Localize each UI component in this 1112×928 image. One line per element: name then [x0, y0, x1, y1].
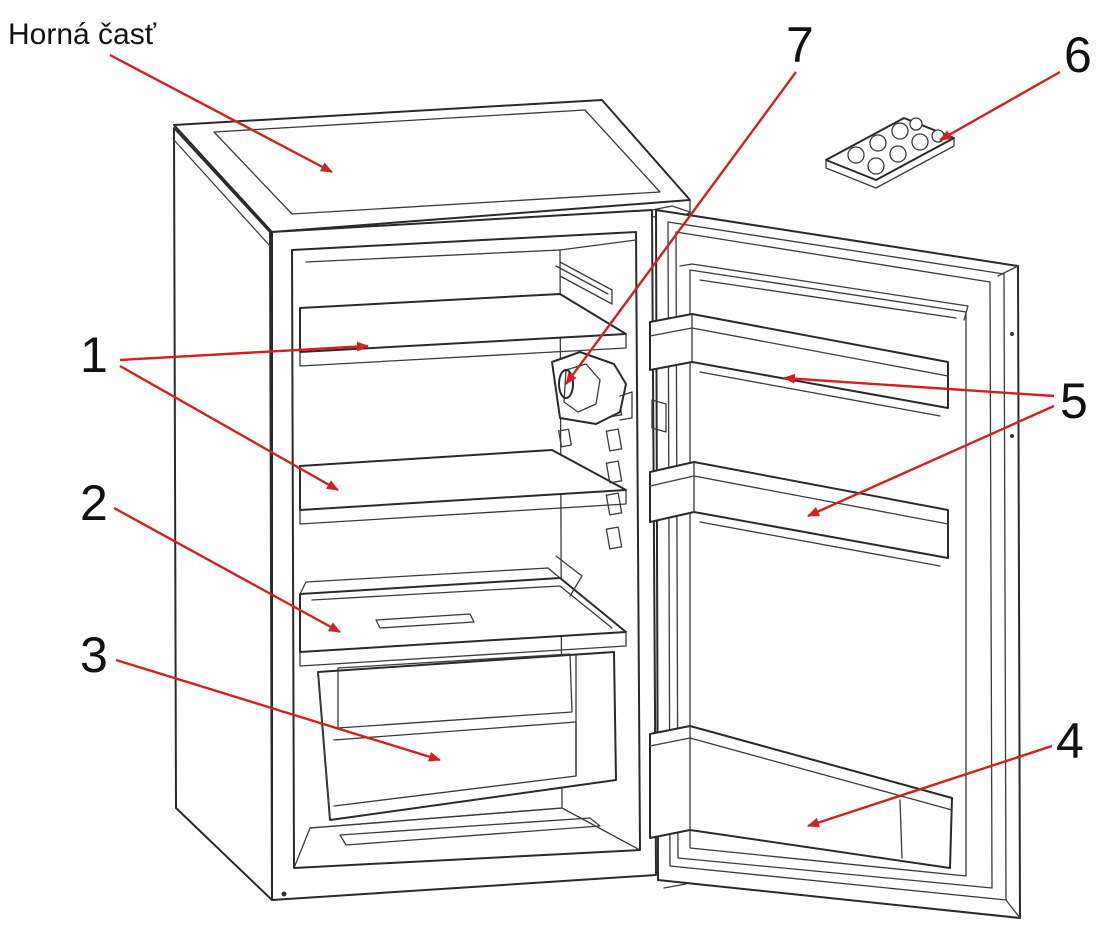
label-3: 3	[80, 627, 108, 683]
fridge-door	[649, 209, 1021, 919]
arrow-top	[109, 53, 333, 174]
arrow-1b	[119, 364, 339, 492]
label-4: 4	[1056, 713, 1084, 769]
arrow-6	[939, 70, 1061, 142]
label-7: 7	[786, 17, 814, 73]
label-2: 2	[80, 475, 108, 531]
arrow-5b	[807, 404, 1055, 518]
label-5: 5	[1060, 373, 1088, 429]
label-1: 1	[80, 327, 108, 383]
label-top-part: Horná časť	[8, 18, 157, 51]
callout-labels: Horná časť 1 2 3 4 5 6 7	[8, 17, 1092, 769]
crisper-drawer	[317, 651, 617, 821]
callout-arrows	[109, 53, 1061, 828]
arrow-5a	[783, 373, 1055, 398]
bottle-door-shelf	[649, 725, 953, 869]
thermostat-lamp-housing	[551, 351, 633, 425]
fridge-cabinet	[173, 99, 691, 901]
label-6: 6	[1064, 27, 1092, 83]
arrow-4	[807, 744, 1053, 828]
arrow-7	[565, 71, 797, 385]
middle-door-shelf	[649, 461, 949, 567]
arrow-3	[115, 658, 441, 762]
arrow-2	[113, 506, 341, 634]
arrow-1a	[119, 341, 369, 362]
egg-tray	[825, 117, 955, 189]
